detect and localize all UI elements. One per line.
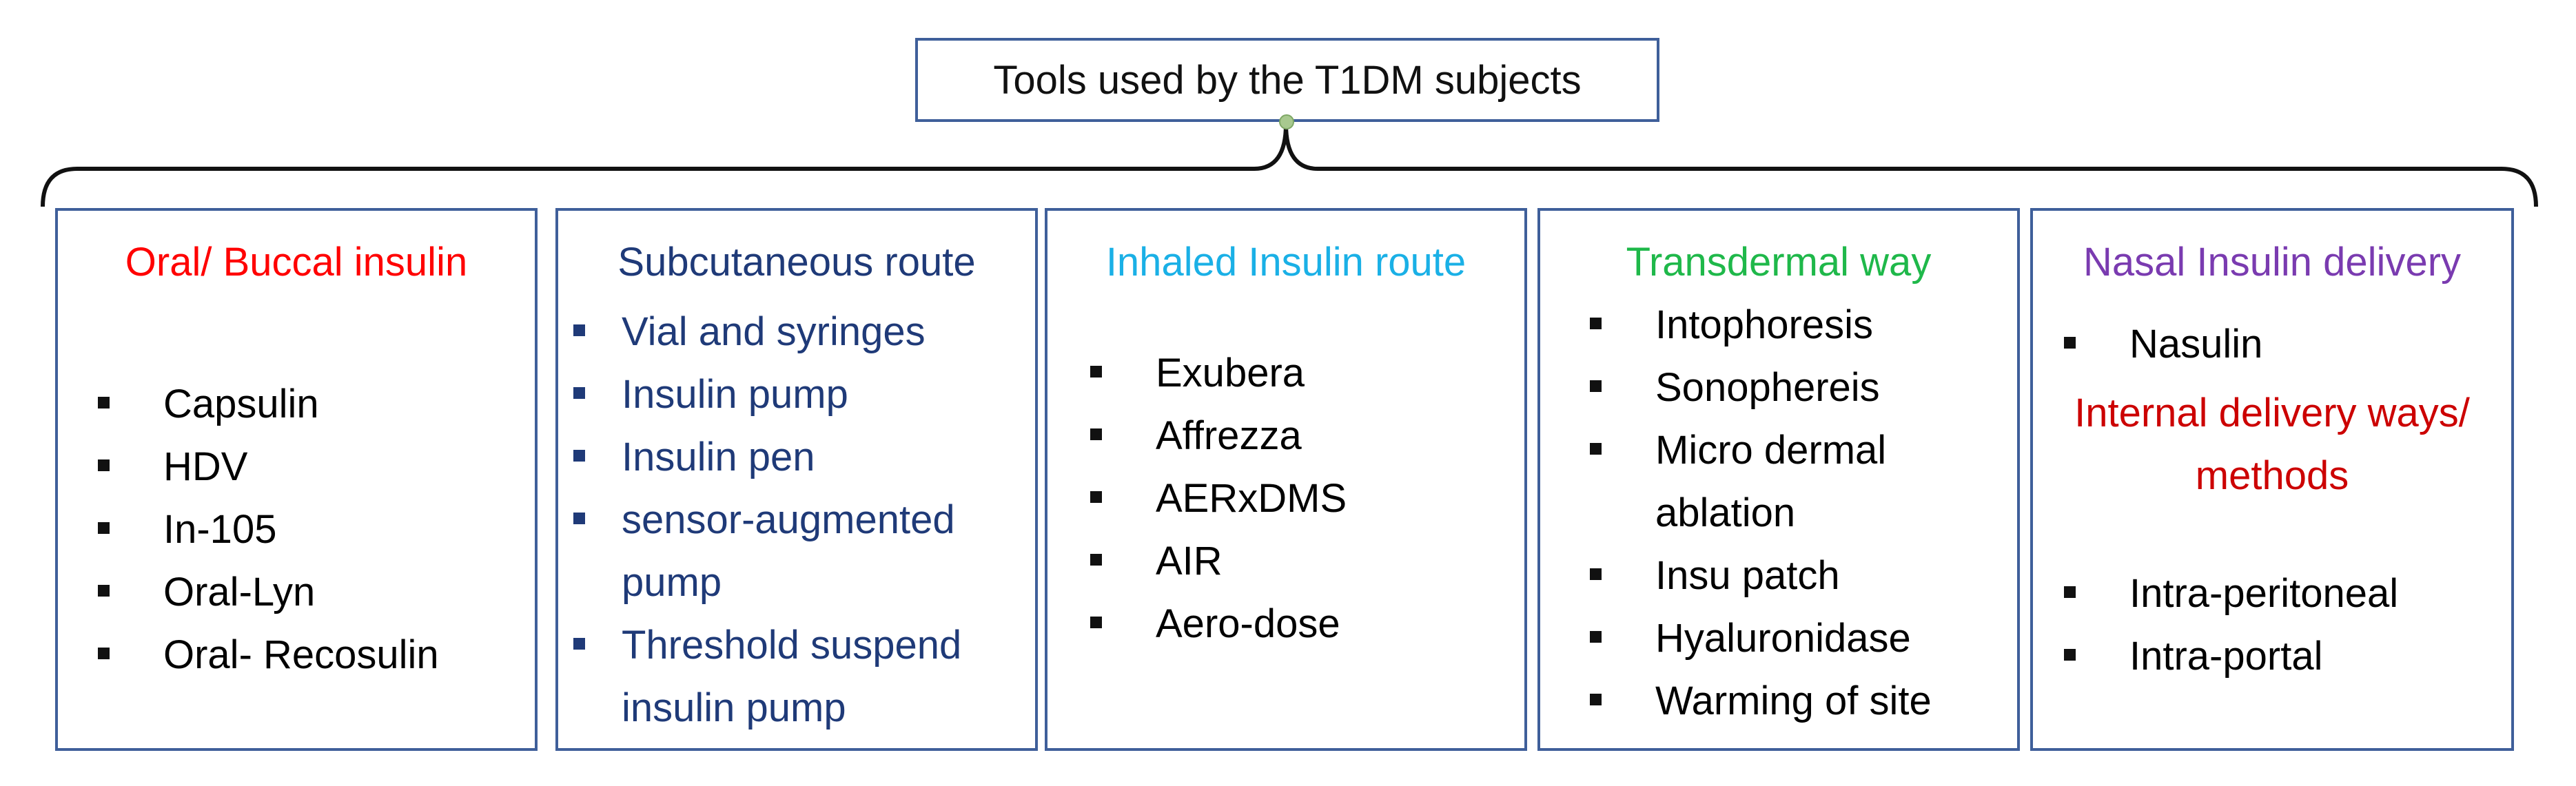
category-title-nasal: Nasal Insulin delivery [2083,240,2462,285]
bullet-icon [1590,631,1602,643]
list-subcutaneous: Vial and syringes Insulin pump Insulin p… [573,300,1028,739]
list-item: Affrezza [1090,404,1347,467]
category-inhaled: Inhaled Insulin route Exubera Affrezza A… [1045,208,1527,751]
bullet-icon [1590,694,1602,705]
bullet-icon [573,513,585,524]
list-item: Intra-peritoneal [2064,562,2398,625]
list-item: Insulin pen [573,426,1028,488]
bullet-icon [98,522,110,534]
list-oral: Capsulin HDV In-105 Oral-Lyn Oral- Recos… [98,373,439,686]
category-title-subcutaneous: Subcutaneous route [617,240,976,285]
bullet-icon [1590,318,1602,329]
bullet-icon [1090,491,1102,503]
category-nasal-internal: Nasal Insulin delivery Nasulin Internal … [2030,208,2514,751]
list-inhaled: Exubera Affrezza AERxDMS AIR Aero-dose [1090,342,1347,655]
list-item: Sonophereis [1590,356,2003,419]
bullet-icon [1090,554,1102,566]
bullet-icon [573,638,585,650]
subheading-internal: Internal delivery ways/ methods [2074,391,2470,498]
bullet-icon [2064,337,2076,349]
list-item: AERxDMS [1090,467,1347,530]
bullet-icon [2064,649,2076,661]
list-item: sensor-augmented pump [573,488,980,614]
list-item: HDV [98,435,439,498]
bullet-icon [98,397,110,408]
bullet-icon [1090,617,1102,628]
category-subcutaneous: Subcutaneous route Vial and syringes Ins… [555,208,1038,751]
category-oral-buccal: Oral/ Buccal insulin Capsulin HDV In-105… [55,208,538,751]
category-title-transdermal: Transdermal way [1626,240,1932,285]
bullet-icon [98,585,110,597]
list-item: Hyaluronidase [1590,607,2003,670]
bullet-icon [573,450,585,462]
list-internal: Intra-peritoneal Intra-portal [2064,562,2398,687]
bullet-icon [1590,568,1602,580]
list-item: Exubera [1090,342,1347,404]
list-item: Aero-dose [1090,592,1347,655]
list-item: Oral- Recosulin [98,623,439,686]
list-item: Threshold suspend insulin pump [573,614,980,739]
list-item: Nasulin [2064,313,2262,375]
connector-dot [1279,114,1294,130]
bullet-icon [573,387,585,399]
list-item: Insu patch [1590,544,2003,607]
category-title-inhaled: Inhaled Insulin route [1105,240,1466,285]
list-item: In-105 [98,498,439,561]
category-title-oral: Oral/ Buccal insulin [125,240,468,285]
root-title-box: Tools used by the T1DM subjects [915,38,1659,122]
list-item: Oral-Lyn [98,561,439,623]
bullet-icon [98,459,110,471]
list-item: AIR [1090,530,1347,592]
bullet-icon [1590,380,1602,392]
list-item: Warming of site [1590,670,2003,732]
list-item: Insulin pump [573,363,1028,426]
list-item: Intophoresis [1590,293,2003,356]
bullet-icon [2064,586,2076,598]
bullet-icon [1590,443,1602,455]
list-item: Intra-portal [2064,625,2398,687]
root-title: Tools used by the T1DM subjects [993,57,1582,103]
list-item: Micro dermal ablation [1590,419,1945,544]
bullet-icon [98,648,110,659]
bullet-icon [573,324,585,336]
category-transdermal: Transdermal way Intophoresis Sonophereis… [1537,208,2020,751]
bullet-icon [1090,366,1102,378]
list-item: Vial and syringes [573,300,1028,363]
list-transdermal: Intophoresis Sonophereis Micro dermal ab… [1590,293,2003,732]
list-nasal: Nasulin [2064,313,2262,375]
bullet-icon [1090,428,1102,440]
list-item: Capsulin [98,373,439,435]
